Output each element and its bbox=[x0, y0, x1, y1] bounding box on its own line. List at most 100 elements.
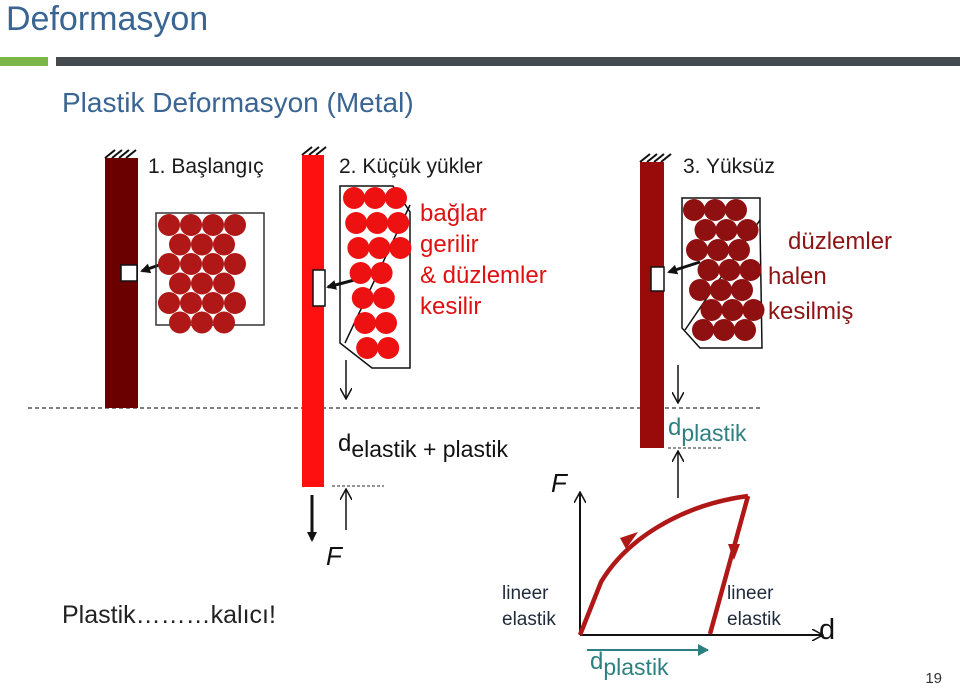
stage2-bar bbox=[302, 155, 324, 487]
atom bbox=[689, 279, 711, 301]
atom bbox=[364, 187, 386, 209]
stage2-specimen bbox=[301, 146, 412, 542]
atom bbox=[180, 292, 202, 314]
atom bbox=[349, 262, 372, 284]
atom bbox=[158, 292, 180, 314]
atom bbox=[734, 319, 756, 341]
summary-text: Plastik………kalıcı! bbox=[62, 601, 276, 629]
atom bbox=[715, 219, 738, 241]
atom bbox=[202, 253, 224, 275]
atom bbox=[191, 311, 213, 334]
elastic-plastic-subscript: elastik + plastik bbox=[351, 436, 508, 462]
linear-elastic-1-line1: lineer bbox=[502, 583, 549, 604]
linear-elastic-2-line1: lineer bbox=[727, 583, 774, 604]
elastic-plastic-d: d bbox=[338, 430, 352, 457]
stage3-lattice-frame bbox=[681, 197, 763, 349]
unloading-direction-arrow bbox=[728, 544, 740, 560]
atom bbox=[710, 279, 732, 301]
plastic-d: d bbox=[668, 414, 682, 441]
atom bbox=[213, 311, 235, 334]
linear-elastic-2-line2: elastik bbox=[727, 609, 781, 630]
stage1-atom-lattice bbox=[158, 214, 246, 334]
stage3-annotation-line3: kesilmiş bbox=[768, 298, 854, 325]
atom bbox=[697, 259, 720, 281]
atom bbox=[356, 337, 379, 359]
atom bbox=[707, 239, 729, 261]
graph-plastic-displacement-label: dplastik bbox=[590, 648, 669, 680]
plastic-subscript: plastik bbox=[681, 420, 747, 446]
atom bbox=[224, 214, 246, 236]
atom bbox=[731, 279, 753, 301]
atom bbox=[389, 237, 412, 259]
atom bbox=[368, 237, 391, 259]
stage2-sample-marker bbox=[312, 269, 326, 307]
atom bbox=[377, 337, 400, 359]
loading-direction-arrow bbox=[620, 532, 638, 549]
atom bbox=[169, 311, 191, 334]
atom bbox=[742, 299, 765, 321]
atom bbox=[686, 239, 708, 261]
atom bbox=[169, 272, 191, 295]
page-title: Deformasyon bbox=[6, 0, 209, 38]
atom bbox=[345, 212, 368, 234]
atom bbox=[213, 272, 235, 295]
atom bbox=[718, 259, 741, 281]
stage3-annotation-line2: halen bbox=[768, 263, 827, 290]
atom bbox=[213, 233, 235, 256]
elastic-plastic-displacement-label: delastik + plastik bbox=[338, 430, 508, 462]
stage2-annotation-line1: bağlar bbox=[420, 200, 487, 227]
atom bbox=[202, 292, 224, 314]
atom bbox=[180, 214, 202, 236]
atom bbox=[725, 199, 747, 221]
header-accent-band bbox=[0, 57, 48, 66]
stage1-label: 1. Başlangıç bbox=[148, 155, 264, 178]
stage2-lattice-frame bbox=[339, 185, 411, 369]
stage3-label: 3. Yüksüz bbox=[683, 155, 775, 178]
stage3-bar bbox=[640, 162, 664, 448]
atom bbox=[713, 319, 735, 341]
stage1-bar bbox=[105, 158, 138, 408]
linear-elastic-label-1: lineer elastik bbox=[502, 581, 556, 633]
linear-elastic-1-line2: elastik bbox=[502, 609, 556, 630]
stage2-label: 2. Küçük yükler bbox=[339, 155, 483, 178]
atom bbox=[158, 214, 180, 236]
atom bbox=[351, 287, 374, 309]
plastic-displacement-label: dplastik bbox=[668, 414, 747, 446]
atom bbox=[683, 199, 705, 221]
atom bbox=[728, 239, 750, 261]
atom bbox=[180, 253, 202, 275]
stage2-annotation-line4: kesilir bbox=[420, 293, 482, 320]
atom bbox=[375, 312, 397, 334]
atom bbox=[191, 272, 213, 295]
stage3-annotation-line1: düzlemler bbox=[788, 228, 893, 255]
stage1-support-hatch bbox=[104, 149, 137, 159]
header-divider-band bbox=[56, 57, 960, 66]
atom bbox=[692, 319, 714, 341]
stage2-atom-lattice bbox=[343, 187, 412, 359]
force-label: F bbox=[326, 541, 342, 571]
atom bbox=[202, 214, 224, 236]
atom bbox=[387, 212, 410, 234]
graph-plastic-subscript: plastik bbox=[603, 654, 669, 680]
stage3-zoom-arrow bbox=[667, 260, 701, 275]
atom bbox=[704, 199, 726, 221]
atom bbox=[366, 212, 389, 234]
unloading-line bbox=[707, 495, 751, 635]
stage1-sample-marker bbox=[120, 264, 138, 282]
atom bbox=[694, 219, 717, 241]
stage3-atom-lattice bbox=[683, 199, 765, 341]
atom bbox=[721, 299, 744, 321]
atom bbox=[372, 287, 395, 309]
stage3-specimen bbox=[639, 153, 765, 498]
stage2-support-hatch bbox=[301, 146, 327, 156]
atom bbox=[343, 187, 365, 209]
stage3-support-hatch bbox=[639, 153, 672, 163]
stage1-specimen bbox=[104, 149, 265, 408]
loading-curve bbox=[577, 493, 749, 636]
force-displacement-graph bbox=[577, 493, 822, 656]
linear-elastic-label-2: lineer elastik bbox=[727, 581, 781, 633]
atom bbox=[739, 259, 762, 281]
atom bbox=[191, 233, 213, 256]
atom bbox=[347, 237, 370, 259]
